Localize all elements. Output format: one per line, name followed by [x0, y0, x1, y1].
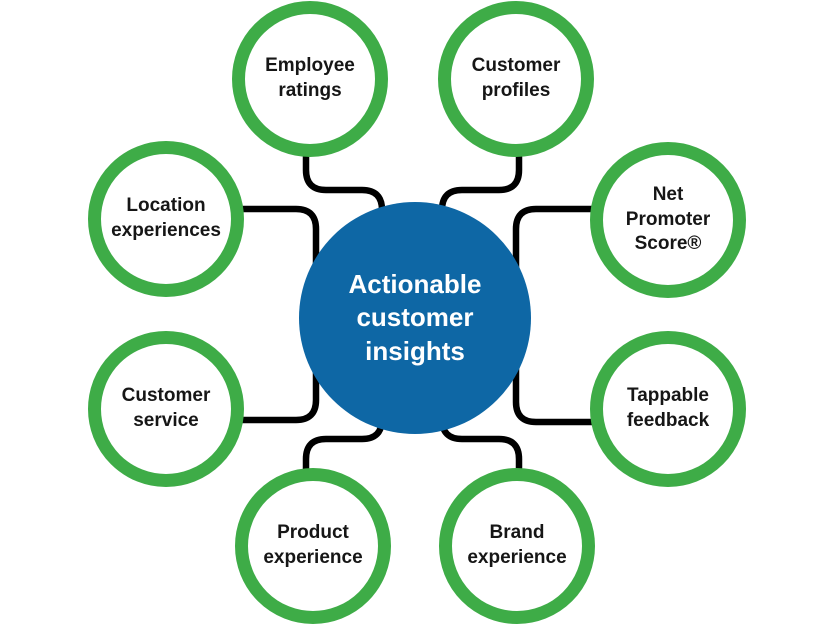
node-label: Tappable feedback: [626, 385, 710, 431]
node-label: Product experience: [263, 522, 363, 568]
connector-customer-service: [238, 368, 320, 424]
connector-customer-profiles: [438, 150, 523, 232]
node-label: Employee ratings: [265, 55, 355, 101]
node-label: Brand experience: [467, 522, 567, 568]
node-brand-experience: Brand experience: [439, 468, 595, 624]
node-label: Location experiences: [111, 195, 221, 241]
center-label: Actionable customer insights: [348, 269, 482, 366]
node-employee-ratings: Employee ratings: [232, 1, 388, 157]
node-net-promoter-score: Net Promoter Score®: [590, 142, 746, 298]
node-product-experience: Product experience: [235, 468, 391, 624]
node-tappable-feedback: Tappable feedback: [590, 331, 746, 487]
node-customer-service: Customer service: [88, 331, 244, 487]
connector-location-experiences: [238, 205, 320, 268]
node-label: Customer service: [121, 385, 211, 431]
node-actionable-customer-insights: Actionable customer insights: [299, 202, 531, 434]
connector-net-promoter-score: [512, 205, 594, 268]
node-label: Net Promoter Score®: [625, 183, 711, 255]
node-label: Customer profiles: [471, 55, 561, 101]
node-location-experiences: Location experiences: [88, 141, 244, 297]
connector-employee-ratings: [302, 150, 386, 232]
connector-tappable-feedback: [512, 368, 594, 426]
node-customer-profiles: Customer profiles: [438, 1, 594, 157]
